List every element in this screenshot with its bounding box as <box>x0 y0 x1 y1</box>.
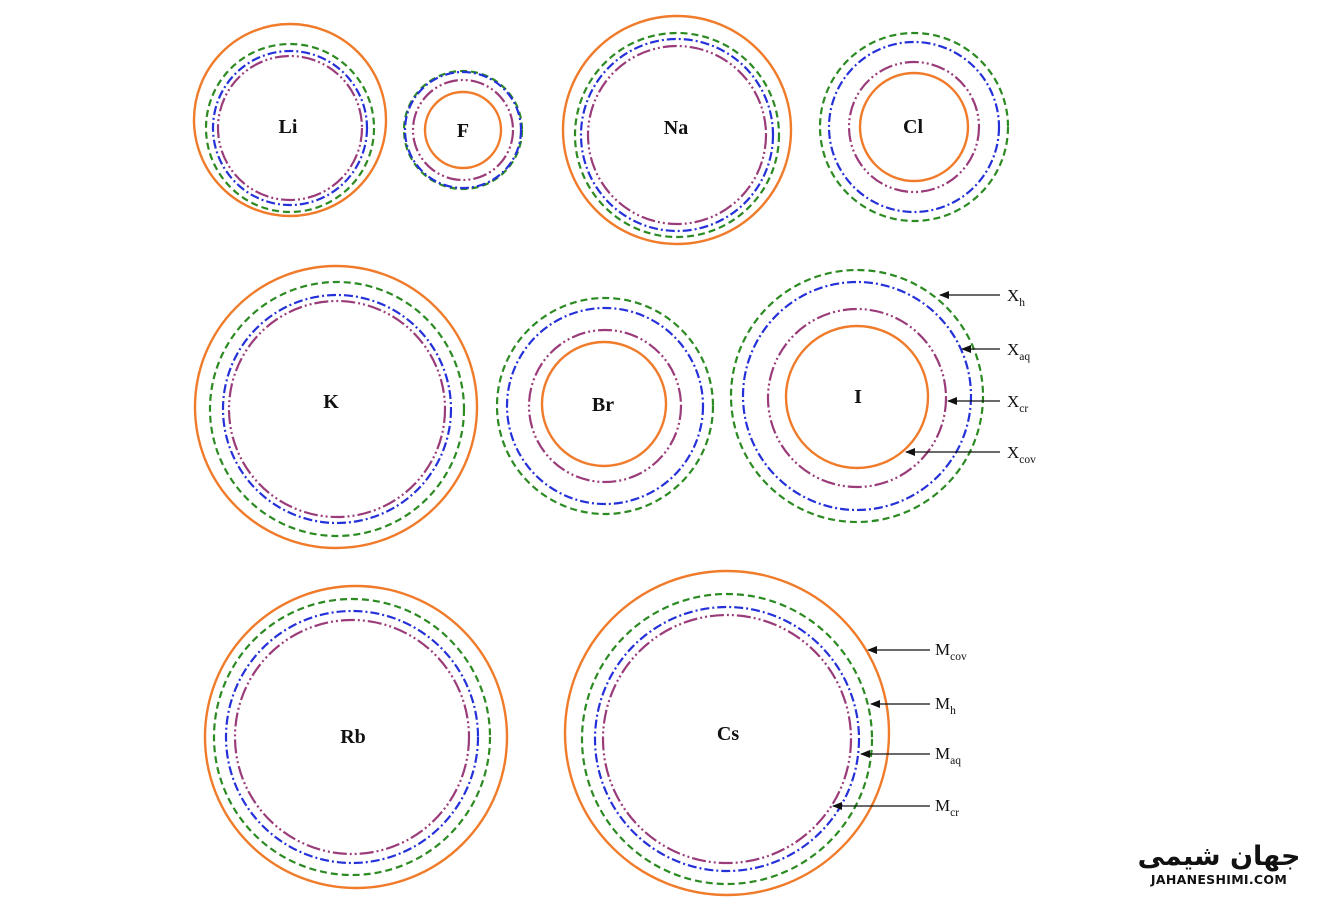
i-hydrated-ring <box>729 268 985 524</box>
i-crystal-ring <box>766 307 948 489</box>
ion-label-cl: Cl <box>903 116 923 138</box>
rb-hydrated-ring <box>212 597 492 877</box>
ion-i-group: I <box>729 268 985 524</box>
li-hydrated-ring <box>204 42 376 214</box>
legend-m-aq: Maq <box>935 744 961 767</box>
legend-x-h: Xh <box>1007 286 1025 309</box>
watermark-title: جهان شیمی <box>1137 841 1301 872</box>
i-covalent-ring <box>784 324 930 470</box>
legend-m-cov: Mcov <box>935 640 967 663</box>
ion-br-group: Br <box>495 296 715 516</box>
cl-covalent-ring <box>858 71 970 183</box>
k-covalent-ring <box>193 264 479 550</box>
ion-f-group: F <box>402 69 524 191</box>
cl-aqueous-ring <box>827 40 1001 214</box>
na-covalent-ring <box>561 14 793 246</box>
br-aqueous-ring <box>505 306 705 506</box>
legend-m-cr: Mcr <box>935 796 959 819</box>
k-crystal-ring <box>227 299 447 519</box>
f-aqueous-ring <box>403 70 523 190</box>
cs-covalent-ring <box>563 569 891 897</box>
ion-cl-group: Cl <box>818 31 1010 223</box>
na-aqueous-ring <box>579 37 775 233</box>
site-watermark: جهان شیمی JAHANESHIMI.COM <box>1136 842 1302 892</box>
ion-label-i: I <box>854 386 862 408</box>
na-hydrated-ring <box>573 31 781 239</box>
li-covalent-ring <box>192 22 388 218</box>
na-crystal-ring <box>586 44 768 226</box>
ion-label-f: F <box>457 120 469 142</box>
cl-crystal-ring <box>847 60 981 194</box>
f-covalent-ring <box>423 90 503 170</box>
ion-label-cs: Cs <box>717 723 739 745</box>
f-crystal-ring <box>411 78 515 182</box>
rb-covalent-ring <box>203 584 509 890</box>
watermark-url: JAHANESHIMI.COM <box>1150 872 1288 887</box>
k-hydrated-ring <box>208 280 466 538</box>
cs-hydrated-ring <box>580 592 874 886</box>
cation-legend: Mcov Mh Maq Mcr <box>832 640 967 819</box>
cl-hydrated-ring <box>818 31 1010 223</box>
cs-crystal-ring <box>601 613 853 865</box>
ion-na-group: Na <box>561 14 793 246</box>
legend-x-cr: Xcr <box>1007 392 1028 415</box>
ion-label-li: Li <box>279 116 298 138</box>
li-crystal-ring <box>216 54 364 202</box>
i-aqueous-ring <box>741 280 973 512</box>
ion-label-br: Br <box>592 394 614 416</box>
br-crystal-ring <box>527 328 683 484</box>
ion-k-group: K <box>193 264 479 550</box>
ion-cs-group: Cs <box>563 569 891 897</box>
br-covalent-ring <box>540 340 668 468</box>
ion-li-group: Li <box>192 22 388 218</box>
k-aqueous-ring <box>221 293 453 525</box>
ion-rb-group: Rb <box>203 584 509 890</box>
anion-legend: Xh Xaq Xcr Xcov <box>905 286 1036 466</box>
cs-aqueous-ring <box>593 605 861 873</box>
legend-x-cov: Xcov <box>1007 443 1036 466</box>
rb-aqueous-ring <box>224 609 480 865</box>
br-hydrated-ring <box>495 296 715 516</box>
legend-m-h: Mh <box>935 694 956 717</box>
rb-crystal-ring <box>233 618 471 856</box>
li-aqueous-ring <box>211 49 369 207</box>
ion-label-na: Na <box>664 117 688 139</box>
ion-label-rb: Rb <box>340 726 366 748</box>
ion-label-k: K <box>323 391 339 413</box>
legend-x-aq: Xaq <box>1007 340 1030 363</box>
